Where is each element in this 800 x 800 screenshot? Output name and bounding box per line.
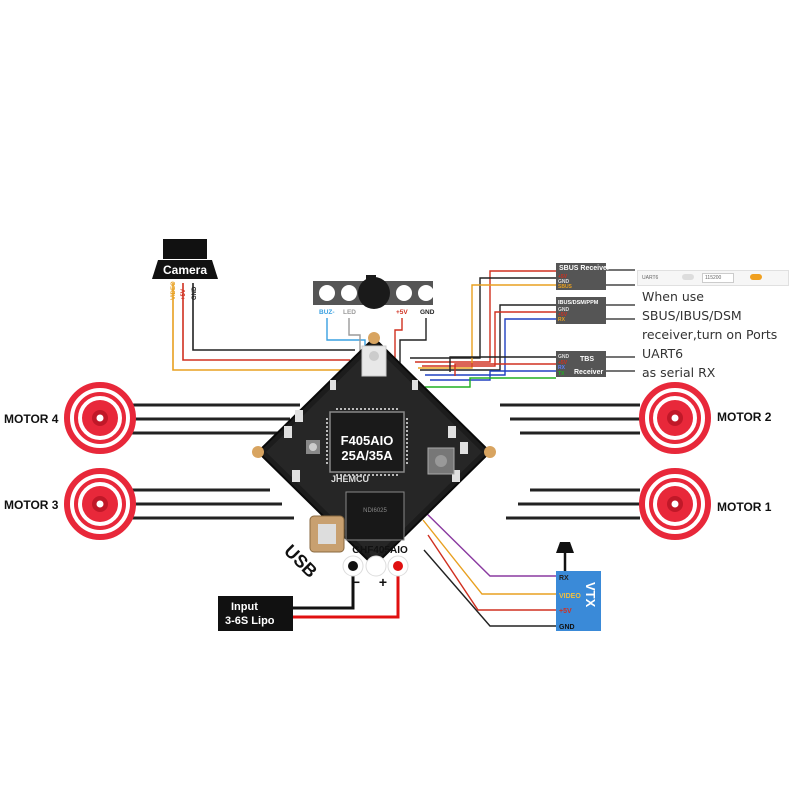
note-line-2: receiver,turn on Ports UART6 <box>642 327 778 361</box>
tbs-pin-tx: TX <box>558 371 565 377</box>
vtx-label: VTX <box>583 582 598 608</box>
receiver-tail-wires <box>606 269 635 372</box>
vtx-pin-rx: RX <box>559 575 569 582</box>
board-title-1: F405AIO <box>341 433 394 448</box>
sbus-pin-sbus: SBUS <box>558 284 573 290</box>
toggle-off-icon <box>682 274 694 280</box>
vtx-pin-5v: +5V <box>559 608 572 615</box>
tbs-pin-5v: +5V <box>558 360 568 366</box>
motor-1-label: MOTOR 1 <box>717 500 772 514</box>
motor-2-prop <box>642 385 708 451</box>
sbus-title: SBUS Receiver <box>559 265 610 272</box>
ibus-pin-gnd: GND <box>558 307 570 313</box>
ibus-pin-5v: +5V <box>558 312 568 318</box>
uart-note: When use SBUS/IBUS/DSM receiver,turn on … <box>642 287 798 382</box>
buzzer-led-module <box>313 275 434 309</box>
motor-3-prop <box>67 471 133 537</box>
motor-2-label: MOTOR 2 <box>717 410 772 424</box>
camera-wires <box>172 283 355 371</box>
tbs-pin-rx: RX <box>558 365 566 371</box>
motor-4-prop <box>67 385 133 451</box>
camera-pin-labels: VIDEO +5V GND <box>171 281 198 300</box>
ibus-title: IBUS/DSM/PPM <box>558 300 599 306</box>
tbs-pin-gnd: GND <box>558 354 570 360</box>
power-line2: 3-6S Lipo <box>225 615 275 627</box>
toggle-on-icon <box>750 274 762 280</box>
flight-controller-board: F405AIO 25A/35A NDI6025 JHEMCU GHF405AIO… <box>252 332 496 590</box>
plus-label: + <box>379 574 387 590</box>
motor-1-prop <box>642 471 708 537</box>
buzzer-led-pin-labels: BUZ- LED +5V GND <box>319 309 435 316</box>
vtx-wires <box>417 504 556 627</box>
receiver-wires <box>410 270 556 388</box>
motor-wires <box>132 403 640 520</box>
minus-label: − <box>352 574 360 590</box>
esc-chip-label: NDI6025 <box>363 508 387 514</box>
board-model: GHF405AIO <box>352 545 408 556</box>
tbs-receiver: TBS Receiver GND +5V RX TX <box>556 351 606 377</box>
ibus-pin-rx: RX <box>558 317 566 323</box>
vtx-pin-gnd: GND <box>559 624 575 631</box>
vtx-module: VTX RX VIDEO +5V GND <box>556 542 601 631</box>
sbus-pin-5v: +5V <box>558 274 568 280</box>
motor-3-label: MOTOR 3 <box>4 498 59 512</box>
camera-pin-gnd: GND <box>192 286 198 300</box>
camera: Camera <box>152 239 218 279</box>
tbs-title: TBS <box>580 356 594 363</box>
board-title-2: 25A/35A <box>341 448 393 463</box>
sbus-receiver: SBUS Receiver +5V GND SBUS <box>556 263 610 290</box>
camera-pin-video: VIDEO <box>171 281 177 300</box>
power-wires <box>293 566 400 619</box>
pin-5v: +5V <box>396 309 408 316</box>
camera-pin-5v: +5V <box>181 289 187 300</box>
note-line-3: as serial RX <box>642 365 716 380</box>
camera-label: Camera <box>163 263 207 277</box>
power-line1: Input <box>231 601 258 613</box>
board-brand: JHEMCU <box>331 474 369 484</box>
pin-gnd: GND <box>420 309 435 316</box>
tbs-subtitle: Receiver <box>574 369 603 376</box>
power-input-box: Input 3-6S Lipo <box>218 596 293 631</box>
vtx-pin-video: VIDEO <box>559 593 581 600</box>
note-line-1: When use SBUS/IBUS/DSM <box>642 289 742 323</box>
pin-led: LED <box>343 309 356 316</box>
pin-buz: BUZ- <box>319 309 335 316</box>
uart-port-name: UART6 <box>642 275 659 281</box>
uart-port-ui-snippet: UART6 115200 <box>637 270 789 286</box>
ibus-receiver: IBUS/DSM/PPM GND +5V RX <box>556 297 606 324</box>
motor-4-label: MOTOR 4 <box>4 412 59 426</box>
baud-select: 115200 <box>702 273 734 283</box>
sbus-pin-gnd: GND <box>558 279 570 285</box>
